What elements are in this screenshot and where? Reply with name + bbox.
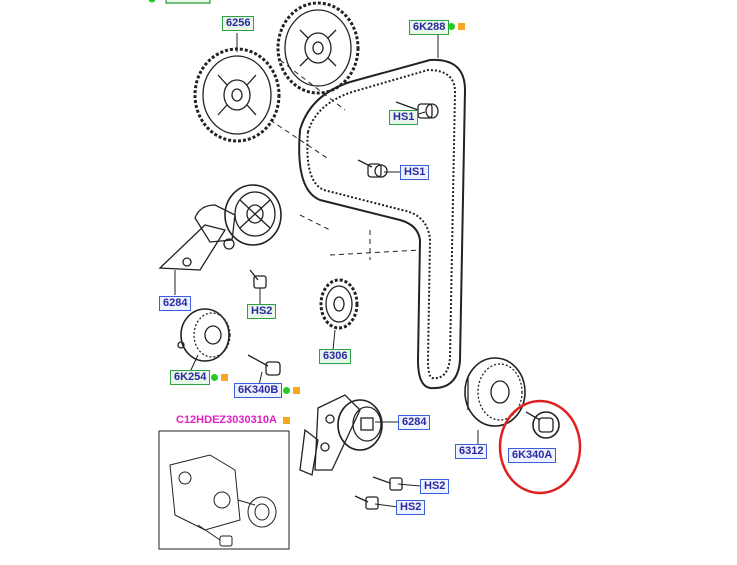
bolt-hs2-left-shape [249, 269, 267, 289]
tensioner-arm-shape [158, 184, 282, 271]
camshaft-sprocket-front [193, 47, 281, 143]
label-tensioner-arm[interactable]: 6284 [159, 296, 192, 311]
idler-bolt-shape [247, 354, 281, 376]
green-dot-icon [283, 387, 290, 394]
camshaft-sprocket-rear [276, 1, 360, 95]
highlight-circle-icon [498, 399, 582, 495]
crankshaft-pulley-shape [464, 357, 526, 427]
label-crankshaft-pulley[interactable]: 6312 [455, 444, 488, 459]
label-pulley-bolt[interactable]: 6K340A [508, 448, 557, 463]
bolt-hs2-mid-shape [372, 476, 403, 491]
sheet-reference-label[interactable]: C12HDEZ3030310A [176, 414, 277, 426]
pulley-bolt-shape [525, 411, 560, 439]
label-bolt-hs1-upper[interactable]: HS1 [389, 110, 419, 125]
label-bolt-hs2-left[interactable]: HS2 [247, 304, 277, 319]
label-camshaft-sprocket[interactable]: 6256 [222, 16, 255, 31]
label-bolt-hs2-low[interactable]: HS2 [396, 500, 426, 515]
idler-pulley-shape [177, 308, 231, 362]
green-dot-icon [448, 23, 455, 30]
label-timing-belt[interactable]: 6K288 [409, 20, 450, 35]
sheet-inset-box [158, 430, 290, 550]
label-idler-pulley[interactable]: 6K254 [170, 370, 211, 385]
green-dot-icon [211, 374, 218, 381]
timing-belt [298, 58, 467, 390]
label-tensioner-assembly[interactable]: 6284 [398, 415, 431, 430]
label-idler-bolt[interactable]: 6K340B [234, 383, 283, 398]
bolt-hs2-low-shape [354, 495, 379, 510]
water-pump-shape [169, 454, 277, 547]
tensioner-assembly-shape [299, 394, 383, 476]
orange-square-icon [283, 417, 290, 424]
label-bolt-hs1-lower[interactable]: HS1 [400, 165, 430, 180]
orange-square-icon [221, 374, 228, 381]
bolt-hs1-lower-shape [357, 159, 388, 178]
label-crankshaft-sprocket[interactable]: 6306 [319, 349, 352, 364]
crankshaft-sprocket-shape [319, 278, 359, 330]
cropped-label-fragment [165, 0, 211, 4]
label-bolt-hs2-mid[interactable]: HS2 [420, 479, 450, 494]
cropped-dot-icon [148, 0, 156, 3]
orange-square-icon [293, 387, 300, 394]
orange-square-icon [458, 23, 465, 30]
